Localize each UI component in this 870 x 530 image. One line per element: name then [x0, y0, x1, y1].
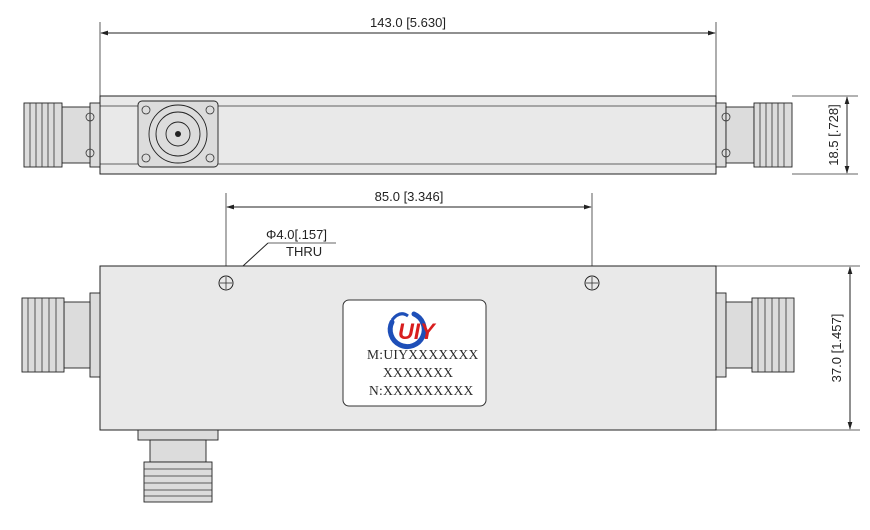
front-view: 85.0 [3.346] Φ4.0[.157] THRU: [21, 189, 860, 503]
brand-logo: UIY: [387, 311, 437, 350]
code-line: XXXXXXX: [383, 365, 453, 380]
side-view: 143.0 [5.630]: [23, 15, 858, 175]
left-connector-front: [21, 292, 101, 378]
model-line: M:UIYXXXXXXX: [367, 347, 479, 362]
left-connector-side: [23, 102, 101, 168]
overall-length-label: 143.0 [5.630]: [370, 15, 446, 30]
hole-diameter-label: Φ4.0[.157]: [266, 227, 327, 242]
serial-line: N:XXXXXXXXX: [369, 383, 474, 398]
label-plate: UIY M:UIYXXXXXXX XXXXXXX N:XXXXXXXXX: [342, 299, 487, 407]
bottom-connector-front: [137, 429, 219, 503]
logo-text: UIY: [398, 319, 437, 344]
right-connector-front: [715, 292, 795, 378]
mounting-hole-left: [218, 275, 234, 291]
hole-spacing-label: 85.0 [3.346]: [375, 189, 444, 204]
hole-type-label: THRU: [286, 244, 322, 259]
mounting-hole-right: [584, 275, 600, 291]
body-height-label: 37.0 [1.457]: [829, 314, 844, 383]
right-connector-side: [715, 102, 793, 168]
side-height-label: 18.5 [.728]: [826, 104, 841, 165]
coupled-port-flange: [137, 100, 219, 168]
